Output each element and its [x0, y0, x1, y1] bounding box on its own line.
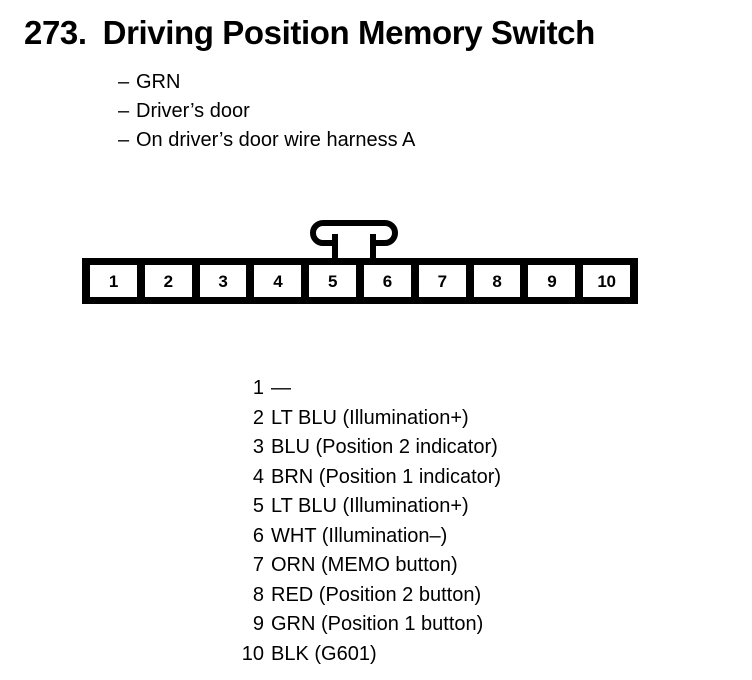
pinout-pin-number: 8 [252, 583, 264, 606]
pinout-pin-description: BLK (G601) [271, 642, 377, 665]
connector-pin-cell: 9 [528, 265, 576, 297]
attribute-label: GRN [136, 71, 181, 93]
pinout-pin-description: ORN (MEMO button) [271, 554, 458, 576]
attribute-label: On driver’s door wire harness A [136, 129, 416, 151]
pinout-row: 2 LT BLU (Illumination+) [186, 404, 586, 434]
pinout-pin-description: BLU (Position 2 indicator) [271, 436, 498, 458]
pinout-row: 10 BLK (G601) [186, 640, 586, 670]
bullet-dash-icon: – [118, 129, 130, 151]
attribute-label: Driver’s door [136, 100, 250, 122]
pinout-pin-description: WHT (Illumination–) [271, 524, 448, 547]
pinout-row: 9 GRN (Position 1 button) [186, 610, 586, 640]
pinout-pin-description: LT BLU (Illumination+) [271, 406, 469, 429]
connector-pin-cell: 10 [583, 265, 630, 297]
pinout-pin-number: 9 [252, 613, 264, 635]
pinout-pin-number: 7 [252, 554, 264, 576]
pinout-pin-number: 1 [252, 377, 264, 399]
pinout-pin-description: RED (Position 2 button) [271, 583, 482, 606]
pinout-pin-description: — [271, 377, 291, 399]
pinout-pin-number: 5 [252, 495, 264, 517]
pinout-row: 7 ORN (MEMO button) [186, 551, 586, 581]
latch-leg-left [332, 234, 338, 258]
connector-pin-cell: 2 [144, 265, 192, 297]
pinout-row: 3 BLU (Position 2 indicator) [186, 433, 586, 463]
pinout-row: 4 BRN (Position 1 indicator) [186, 463, 586, 493]
connector-pin-cell: 6 [363, 265, 411, 297]
pinout-row: 5 LT BLU (Illumination+) [186, 492, 586, 522]
attribute-item: –GRN [118, 68, 415, 97]
pinout-pin-number: 2 [252, 406, 264, 429]
connector-pin-cell: 3 [199, 265, 247, 297]
attribute-list: –GRN–Driver’s door–On driver’s door wire… [118, 68, 415, 155]
pinout-row: 1— [186, 374, 586, 404]
bullet-dash-icon: – [118, 100, 130, 122]
connector-pin-cell: 5 [309, 265, 356, 297]
entry-title: Driving Position Memory Switch [102, 14, 596, 51]
pinout-pin-description: LT BLU (Illumination+) [271, 495, 469, 517]
connector-pin-cell: 7 [418, 265, 466, 297]
connector-pin-cell: 1 [90, 265, 137, 297]
connector-pin-cell: 8 [473, 265, 521, 297]
latch-notch [332, 234, 376, 246]
pinout-pin-number: 6 [252, 524, 264, 547]
pinout-row: 8 RED (Position 2 button) [186, 581, 586, 611]
latch-tab-icon [310, 220, 398, 258]
pinout-pin-number: 4 [252, 465, 264, 488]
pinout-pin-number: 10 [241, 642, 264, 665]
pinout-pin-description: GRN (Position 1 button) [271, 613, 484, 635]
page-title: 273. Driving Position Memory Switch [24, 16, 595, 49]
attribute-item: –On driver’s door wire harness A [118, 126, 415, 155]
pinout-pin-number: 3 [252, 436, 264, 458]
entry-number: 273. [24, 14, 87, 51]
pinout-pin-description: BRN (Position 1 indicator) [271, 465, 502, 488]
latch-leg-right [370, 234, 376, 258]
connector-pin-cell: 4 [254, 265, 302, 297]
pinout-row: 6 WHT (Illumination–) [186, 522, 586, 552]
attribute-item: –Driver’s door [118, 97, 415, 126]
bullet-dash-icon: – [118, 71, 130, 93]
